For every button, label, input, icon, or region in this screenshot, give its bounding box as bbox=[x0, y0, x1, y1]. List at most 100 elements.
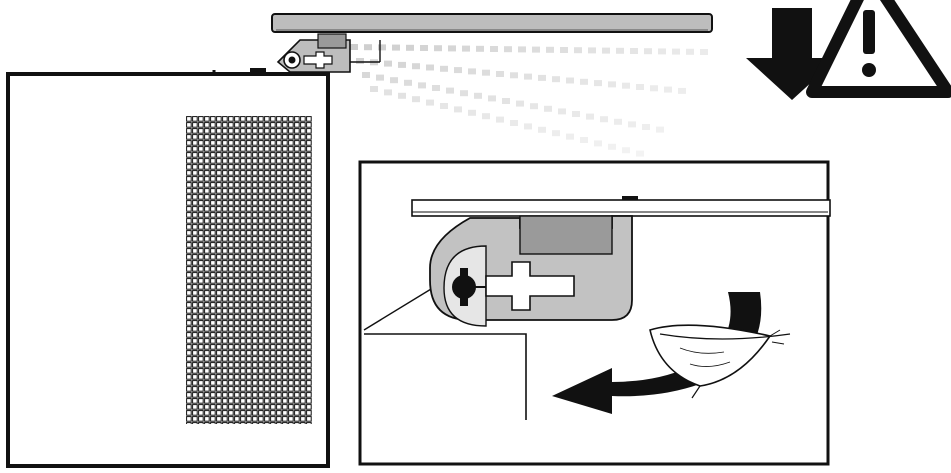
motion-trail-dash bbox=[622, 147, 630, 154]
motion-trail-dash bbox=[544, 105, 552, 112]
motion-trail-dash bbox=[574, 47, 582, 54]
motion-trail-dash bbox=[572, 111, 580, 117]
motion-trail-dash bbox=[630, 48, 638, 54]
motion-trail-dash bbox=[384, 60, 392, 67]
motion-trail-dash bbox=[588, 47, 596, 54]
motion-trail-dash bbox=[370, 86, 378, 92]
motion-trail-dash bbox=[398, 61, 406, 68]
motion-trail-dash bbox=[600, 116, 608, 123]
top-panel bbox=[271, 13, 713, 33]
motion-trail-dash bbox=[524, 73, 532, 80]
motion-trail-dash bbox=[454, 106, 462, 113]
motion-trail-dash bbox=[502, 98, 510, 104]
motion-trail-dash bbox=[440, 65, 448, 72]
motion-trail-dash bbox=[420, 45, 428, 51]
motion-trail-dash bbox=[678, 87, 686, 94]
motion-trail-dash bbox=[384, 89, 392, 96]
motion-trail-dash bbox=[656, 126, 664, 133]
motion-trail-dash bbox=[594, 80, 602, 87]
motion-trail-dash bbox=[440, 103, 448, 109]
motion-trail-dash bbox=[580, 78, 588, 85]
motion-trail-dash bbox=[406, 44, 414, 51]
motion-trail-dash bbox=[602, 47, 610, 54]
motion-trail-dash bbox=[546, 46, 554, 53]
motion-trail-dash bbox=[622, 82, 630, 89]
motion-trail-dash bbox=[378, 44, 386, 51]
motion-trail-dash bbox=[398, 92, 406, 99]
motion-trail-dash bbox=[504, 46, 512, 53]
motion-trail-dash bbox=[482, 69, 490, 76]
motion-trail-dash bbox=[532, 46, 540, 53]
motion-trail bbox=[350, 44, 708, 157]
motion-trail-dash bbox=[586, 113, 594, 120]
motion-trail-dash bbox=[672, 48, 680, 55]
motion-trail-dash bbox=[566, 77, 574, 84]
detail-inset bbox=[358, 160, 831, 466]
warning-triangle-icon bbox=[806, 0, 951, 98]
motion-trail-dash bbox=[530, 103, 538, 110]
motion-trail-dash bbox=[474, 92, 482, 99]
motion-trail-dash bbox=[418, 82, 426, 89]
motion-trail-dash bbox=[636, 84, 644, 90]
motion-trail-dash bbox=[558, 108, 566, 115]
motion-trail-dash bbox=[538, 74, 546, 81]
motion-trail-dash bbox=[614, 118, 622, 125]
motion-trail-dash bbox=[594, 140, 602, 147]
motion-trail-dash bbox=[700, 49, 708, 55]
inset-cabinet-corner bbox=[363, 285, 527, 420]
feather-icon bbox=[649, 324, 791, 399]
motion-trail-dash bbox=[356, 58, 364, 64]
motion-trail-dash bbox=[608, 81, 616, 88]
motion-trail-dash bbox=[538, 126, 546, 133]
motion-trail-dash bbox=[460, 90, 468, 97]
motion-trail-dash bbox=[446, 87, 454, 94]
motion-trail-dash bbox=[664, 86, 672, 93]
motion-trail-dash bbox=[636, 150, 644, 157]
motion-trail-dash bbox=[350, 44, 358, 50]
motion-trail-dash bbox=[560, 47, 568, 53]
motion-trail-dash bbox=[488, 95, 496, 102]
speaker-grill bbox=[186, 116, 312, 424]
motion-trail-dash bbox=[390, 77, 398, 84]
motion-trail-dash bbox=[510, 72, 518, 79]
motion-trail-dash bbox=[426, 64, 434, 71]
motion-trail-dash bbox=[566, 133, 574, 140]
motion-trail-dash bbox=[686, 48, 694, 55]
inset-lid bbox=[411, 196, 831, 217]
motion-trail-dash bbox=[364, 44, 372, 51]
top-hinge-bracket bbox=[276, 33, 381, 73]
motion-trail-dash bbox=[608, 143, 616, 150]
motion-trail-dash bbox=[468, 68, 476, 75]
motion-trail-dash bbox=[468, 109, 476, 116]
motion-trail-dash bbox=[412, 96, 420, 103]
motion-trail-dash bbox=[616, 47, 624, 54]
motion-trail-dash bbox=[580, 137, 588, 143]
motion-trail-dash bbox=[496, 116, 504, 123]
motion-trail-dash bbox=[426, 99, 434, 106]
motion-trail-dash bbox=[392, 44, 400, 51]
motion-trail-dash bbox=[552, 76, 560, 83]
motion-trail-dash bbox=[376, 74, 384, 81]
motion-trail-dash bbox=[448, 45, 456, 52]
motion-trail-dash bbox=[454, 67, 462, 74]
inset-hinge-bracket bbox=[429, 215, 633, 327]
motion-trail-dash bbox=[476, 45, 484, 52]
motion-trail-dash bbox=[518, 46, 526, 53]
motion-trail-dash bbox=[658, 48, 666, 55]
motion-trail-dash bbox=[552, 130, 560, 137]
motion-trail-dash bbox=[462, 45, 470, 52]
motion-trail-dash bbox=[434, 45, 442, 52]
motion-trail-dash bbox=[404, 79, 412, 86]
motion-trail-dash bbox=[510, 120, 518, 126]
motion-trail-dash bbox=[482, 113, 490, 120]
motion-trail-dash bbox=[650, 85, 658, 92]
motion-trail-dash bbox=[642, 124, 650, 130]
curved-arrow-left-icon bbox=[552, 292, 762, 414]
motion-trail-dash bbox=[432, 85, 440, 91]
motion-trail-dash bbox=[490, 46, 498, 52]
motion-trail-dash bbox=[516, 100, 524, 107]
motion-trail-dash bbox=[496, 71, 504, 77]
motion-trail-dash bbox=[362, 72, 370, 78]
